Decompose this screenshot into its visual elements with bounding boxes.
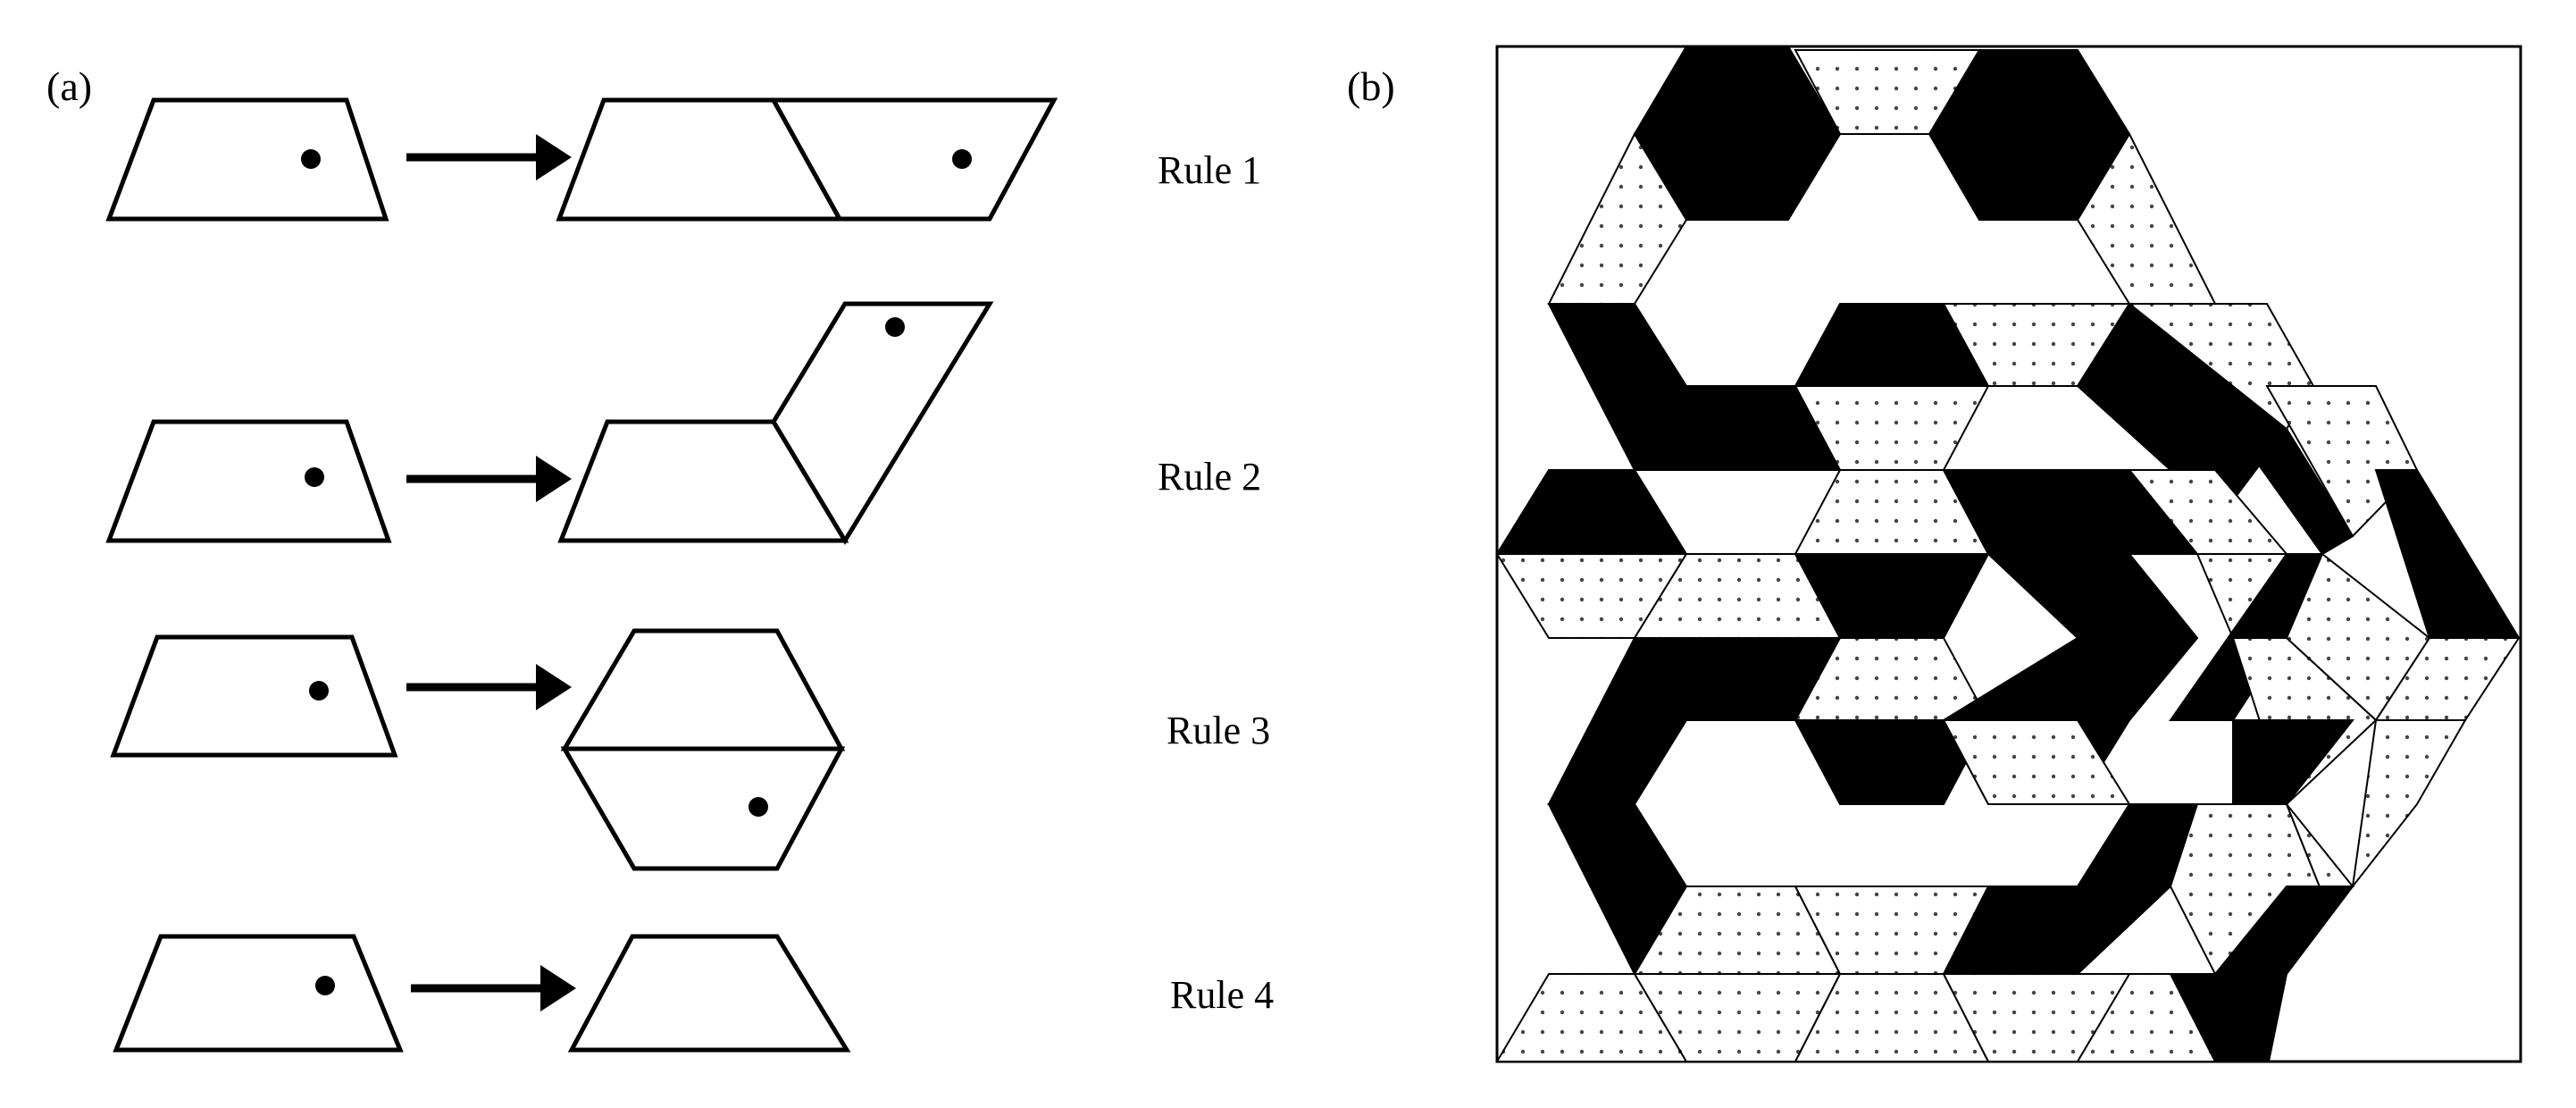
- rule-2-source-marker: [305, 467, 324, 487]
- tile-black: [2169, 973, 2288, 1062]
- tiling: [1495, 46, 2521, 1062]
- rule-2-row: Rule 2: [105, 301, 1261, 545]
- rule-4-source-marker: [315, 976, 335, 995]
- rule-1-label: Rule 1: [1158, 148, 1261, 192]
- rule-3-label: Rule 3: [1167, 709, 1270, 752]
- rule-1-arrow: [406, 134, 572, 180]
- rule-3-arrow: [406, 664, 572, 710]
- rule-3-source-marker: [309, 681, 329, 701]
- rule-4-arrow: [411, 965, 576, 1011]
- rule-1-source-tile: [105, 97, 389, 222]
- rule-1-source-marker: [301, 149, 321, 169]
- rule-2-label: Rule 2: [1158, 455, 1261, 499]
- rule-4-row: Rule 4: [113, 934, 1274, 1053]
- tile-dotted: [2351, 719, 2467, 890]
- panel-a: (a) Rule 1: [46, 63, 1274, 1053]
- tile-black: [2231, 428, 2354, 556]
- rule-2-arrow: [406, 456, 572, 502]
- rule-3-result: [560, 628, 846, 871]
- panel-b: (b): [1347, 45, 2522, 1063]
- rule-2-source-tile: [105, 419, 392, 543]
- rule-2-result: [557, 301, 994, 545]
- tile-black: [1794, 719, 1990, 805]
- rule-4-source-tile: [113, 934, 404, 1053]
- rule-3-row: Rule 3: [110, 628, 1270, 871]
- rule-3-source-tile: [110, 634, 398, 758]
- panel-a-label: (a): [46, 63, 92, 109]
- tile-dotted: [2076, 973, 2217, 1062]
- rule-1-result: [556, 97, 1058, 222]
- tile-black: [1986, 553, 2199, 722]
- rule-4-result: [567, 934, 851, 1053]
- panel-b-label: (b): [1347, 63, 1395, 109]
- rule-4-label: Rule 4: [1170, 973, 1274, 1017]
- rule-1-row: Rule 1: [105, 97, 1261, 222]
